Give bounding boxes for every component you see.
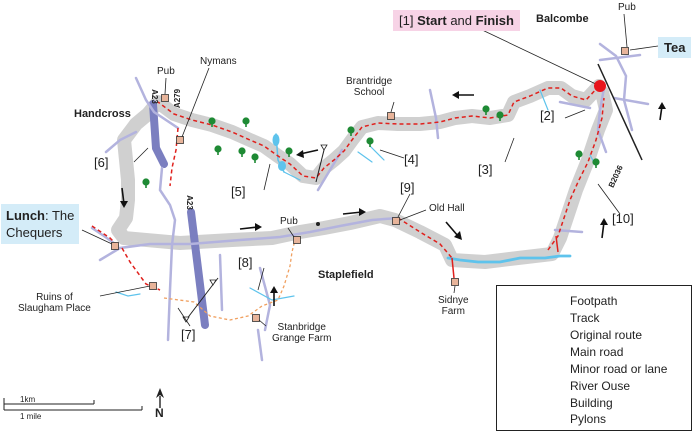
start-and: and xyxy=(446,13,476,28)
label-brantridge-school: Brantridge School xyxy=(346,76,392,98)
waypoint-3: [3] xyxy=(478,162,493,177)
label-sidnye-farm: Sidnye Farm xyxy=(438,295,469,317)
legend-main-road: Main road xyxy=(497,344,693,360)
start-word: Start xyxy=(417,13,447,28)
railway-line xyxy=(597,63,643,161)
legend-pylons: Pylons xyxy=(497,411,693,427)
legend-track: Track xyxy=(497,310,693,326)
waypoint-7: [7] xyxy=(181,327,196,342)
place-staplefield: Staplefield xyxy=(318,269,374,281)
road-label-a23-north: A23 xyxy=(149,89,159,104)
lunch-the: : The xyxy=(45,208,75,223)
waypoint-10: [10] xyxy=(612,211,634,226)
waypoint-6: [6] xyxy=(94,155,109,170)
waypoint-5: [5] xyxy=(231,184,246,199)
lunch-label: Lunch xyxy=(6,208,45,223)
legend-label: Track xyxy=(570,311,600,325)
footpath-afternoon xyxy=(397,97,605,259)
map-legend: Footpath Track Original route Main road … xyxy=(496,285,692,431)
main-road-a23-south xyxy=(187,208,209,329)
leader-lines xyxy=(81,13,659,327)
road-label-a279: A279 xyxy=(173,88,183,109)
pylon-line xyxy=(315,149,325,183)
north-arrow xyxy=(156,388,164,408)
waypoint-8: [8] xyxy=(238,255,253,270)
main-road-a23-north xyxy=(149,100,168,168)
start-finish-callout: [1] Start and Finish xyxy=(393,10,520,31)
legend-label: Building xyxy=(570,396,613,410)
legend-building: Building xyxy=(497,395,693,411)
label-stanbridge-line1: Stanbridge xyxy=(277,322,326,333)
finish-word: Finish xyxy=(475,13,514,28)
scale-km-label: 1km xyxy=(20,395,36,404)
legend-label: Pylons xyxy=(570,412,607,426)
legend-label: Original route xyxy=(570,328,643,342)
minor-roads xyxy=(90,42,650,362)
legend-label: Minor road or lane xyxy=(570,362,668,376)
legend-label: Footpath xyxy=(570,294,618,308)
label-brantridge-line1: Brantridge xyxy=(346,76,393,87)
pond xyxy=(278,161,286,171)
start-number: [1] xyxy=(399,13,414,28)
label-stanbridge-grange: Stanbridge Grange Farm xyxy=(272,322,331,344)
waypoint-2: [2] xyxy=(540,108,555,123)
legend-original-route: Original route xyxy=(497,327,693,343)
label-old-hall: Old Hall xyxy=(429,203,465,214)
start-marker xyxy=(594,80,606,92)
legend-footpath: Footpath xyxy=(497,293,693,309)
label-ruins-line2: Slaugham Place xyxy=(18,303,91,314)
north-label: N xyxy=(155,406,164,420)
label-sidnye-line1: Sidnye xyxy=(438,295,469,306)
tea-label: Tea xyxy=(664,40,686,55)
road-label-a23-south: A23 xyxy=(184,195,194,210)
label-nymans: Nymans xyxy=(200,56,237,67)
label-ruins-line1: Ruins of xyxy=(36,292,73,303)
direction-arrows xyxy=(120,91,666,306)
legend-river-ouse: River Ouse xyxy=(497,378,693,394)
lunch-callout: Lunch: The Chequers xyxy=(1,204,80,244)
place-balcombe: Balcombe xyxy=(536,13,589,25)
footpath-route xyxy=(157,85,600,179)
pub-symbol xyxy=(316,222,320,226)
label-pub-staplefield: Pub xyxy=(280,216,298,227)
place-handcross: Handcross xyxy=(74,108,131,120)
legend-label: River Ouse xyxy=(570,379,631,393)
pylon-icon xyxy=(209,279,217,286)
label-pub-balcombe: Pub xyxy=(618,2,636,13)
scale-mile-label: 1 mile xyxy=(20,412,42,421)
legend-label: Main road xyxy=(570,345,624,359)
tea-callout: Tea xyxy=(658,37,692,58)
legend-minor-road: Minor road or lane xyxy=(497,361,693,377)
scale-bar xyxy=(3,398,143,411)
label-pub-handcross: Pub xyxy=(157,66,175,77)
label-sidnye-line2: Farm xyxy=(441,306,465,317)
lunch-chequers: Chequers xyxy=(6,225,63,240)
waypoint-4: [4] xyxy=(404,152,419,167)
pond xyxy=(272,134,280,146)
label-ruins-slaugham: Ruins of Slaugham Place xyxy=(18,292,91,314)
label-stanbridge-line2: Grange Farm xyxy=(272,333,332,344)
track xyxy=(451,257,455,279)
track xyxy=(555,235,559,253)
waypoint-9: [9] xyxy=(400,180,415,195)
original-route xyxy=(163,235,297,321)
pylon-icon xyxy=(320,144,328,151)
label-brantridge-line2: School xyxy=(353,87,385,98)
